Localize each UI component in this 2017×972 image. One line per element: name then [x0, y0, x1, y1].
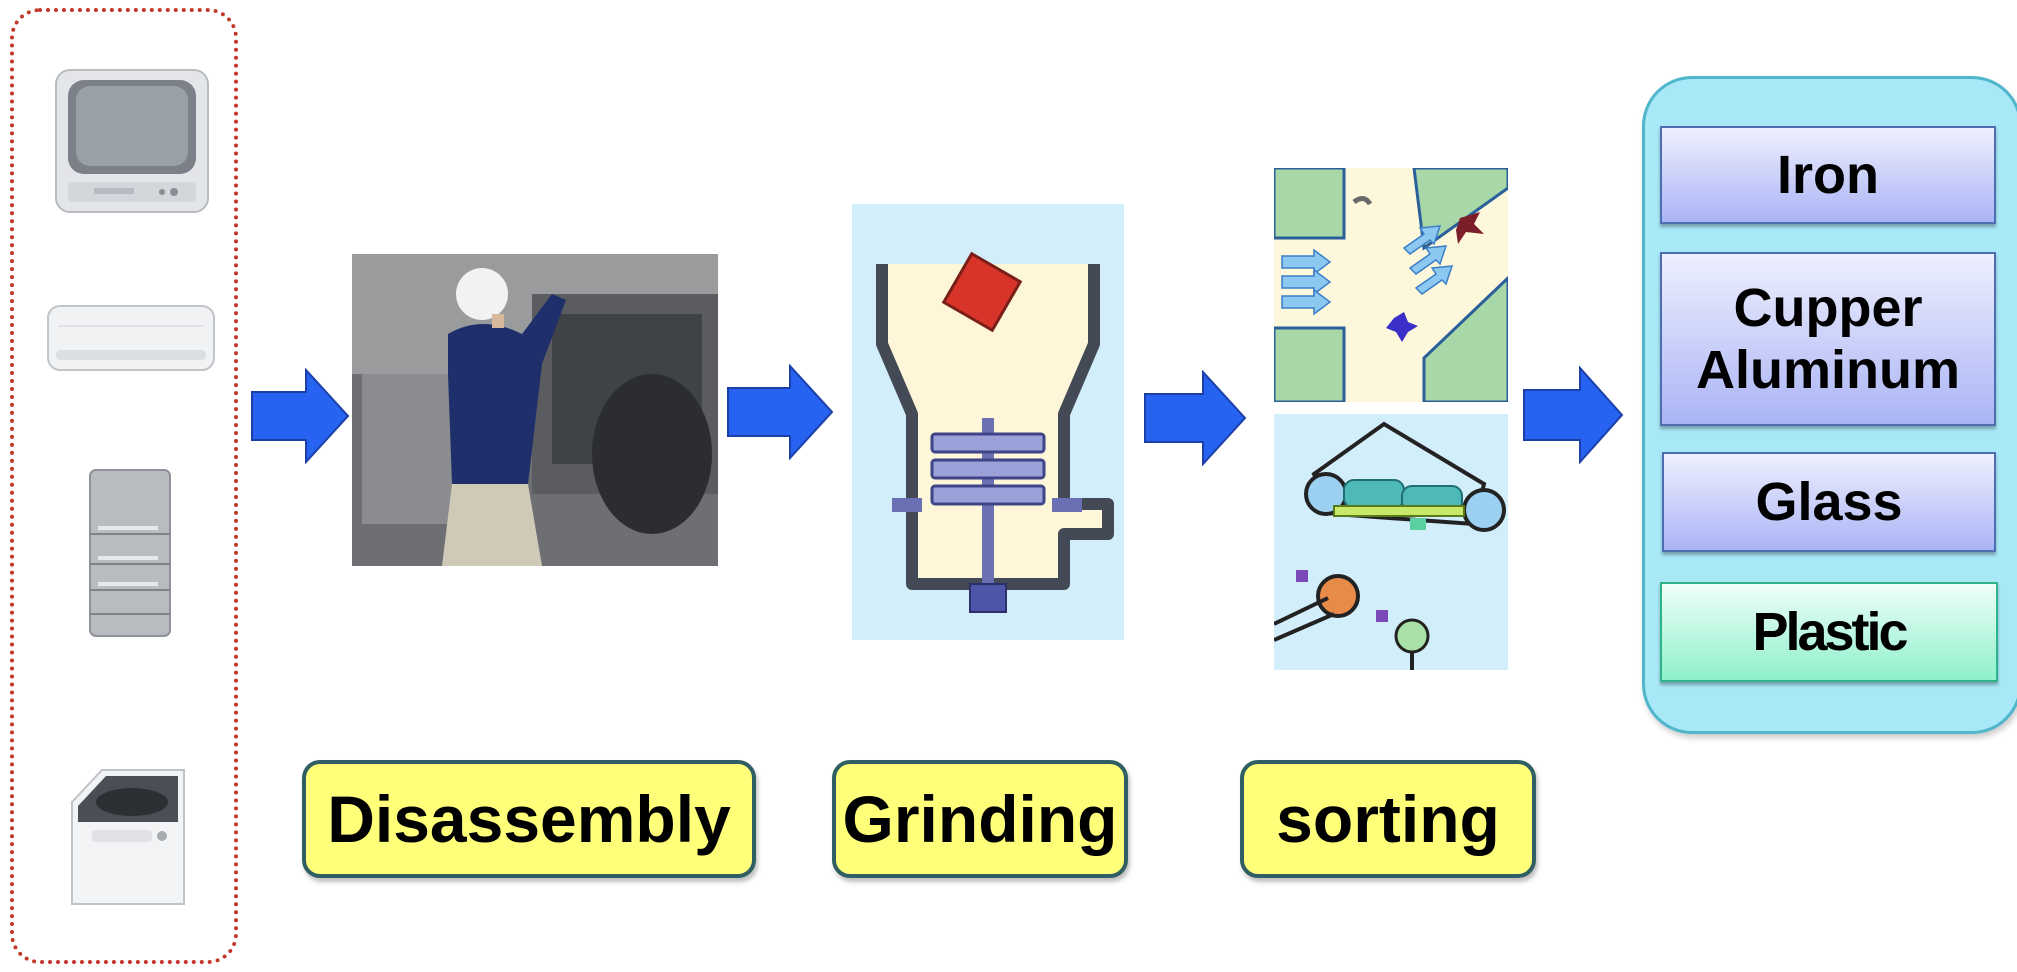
sorting-label: sorting: [1240, 760, 1536, 878]
material-iron: Iron: [1660, 126, 1996, 224]
refrigerator-image: [89, 469, 171, 637]
washing-machine-image: [71, 769, 185, 905]
material-plastic: Plastic: [1660, 582, 1998, 682]
material-glass: Glass: [1662, 452, 1996, 552]
sorting-diagram-bottom: [1274, 414, 1508, 670]
arrow-icon: [251, 368, 350, 464]
material-copper: Cupper: [1733, 277, 1923, 338]
appliance-group: [10, 8, 238, 964]
disassembly-label: Disassembly: [302, 760, 756, 878]
arrow-icon: [727, 364, 834, 460]
material-copper-aluminum: Cupper Aluminum: [1660, 252, 1996, 426]
air-conditioner-image: [47, 305, 215, 371]
material-aluminum: Aluminum: [1696, 340, 1960, 400]
disassembly-photo: [352, 254, 718, 566]
sorting-diagram-top: [1274, 168, 1508, 402]
grinder-illustration: [852, 204, 1124, 640]
grinding-label: Grinding: [832, 760, 1128, 878]
arrow-icon: [1144, 370, 1247, 466]
television-image: [55, 69, 209, 213]
arrow-icon: [1523, 366, 1624, 464]
